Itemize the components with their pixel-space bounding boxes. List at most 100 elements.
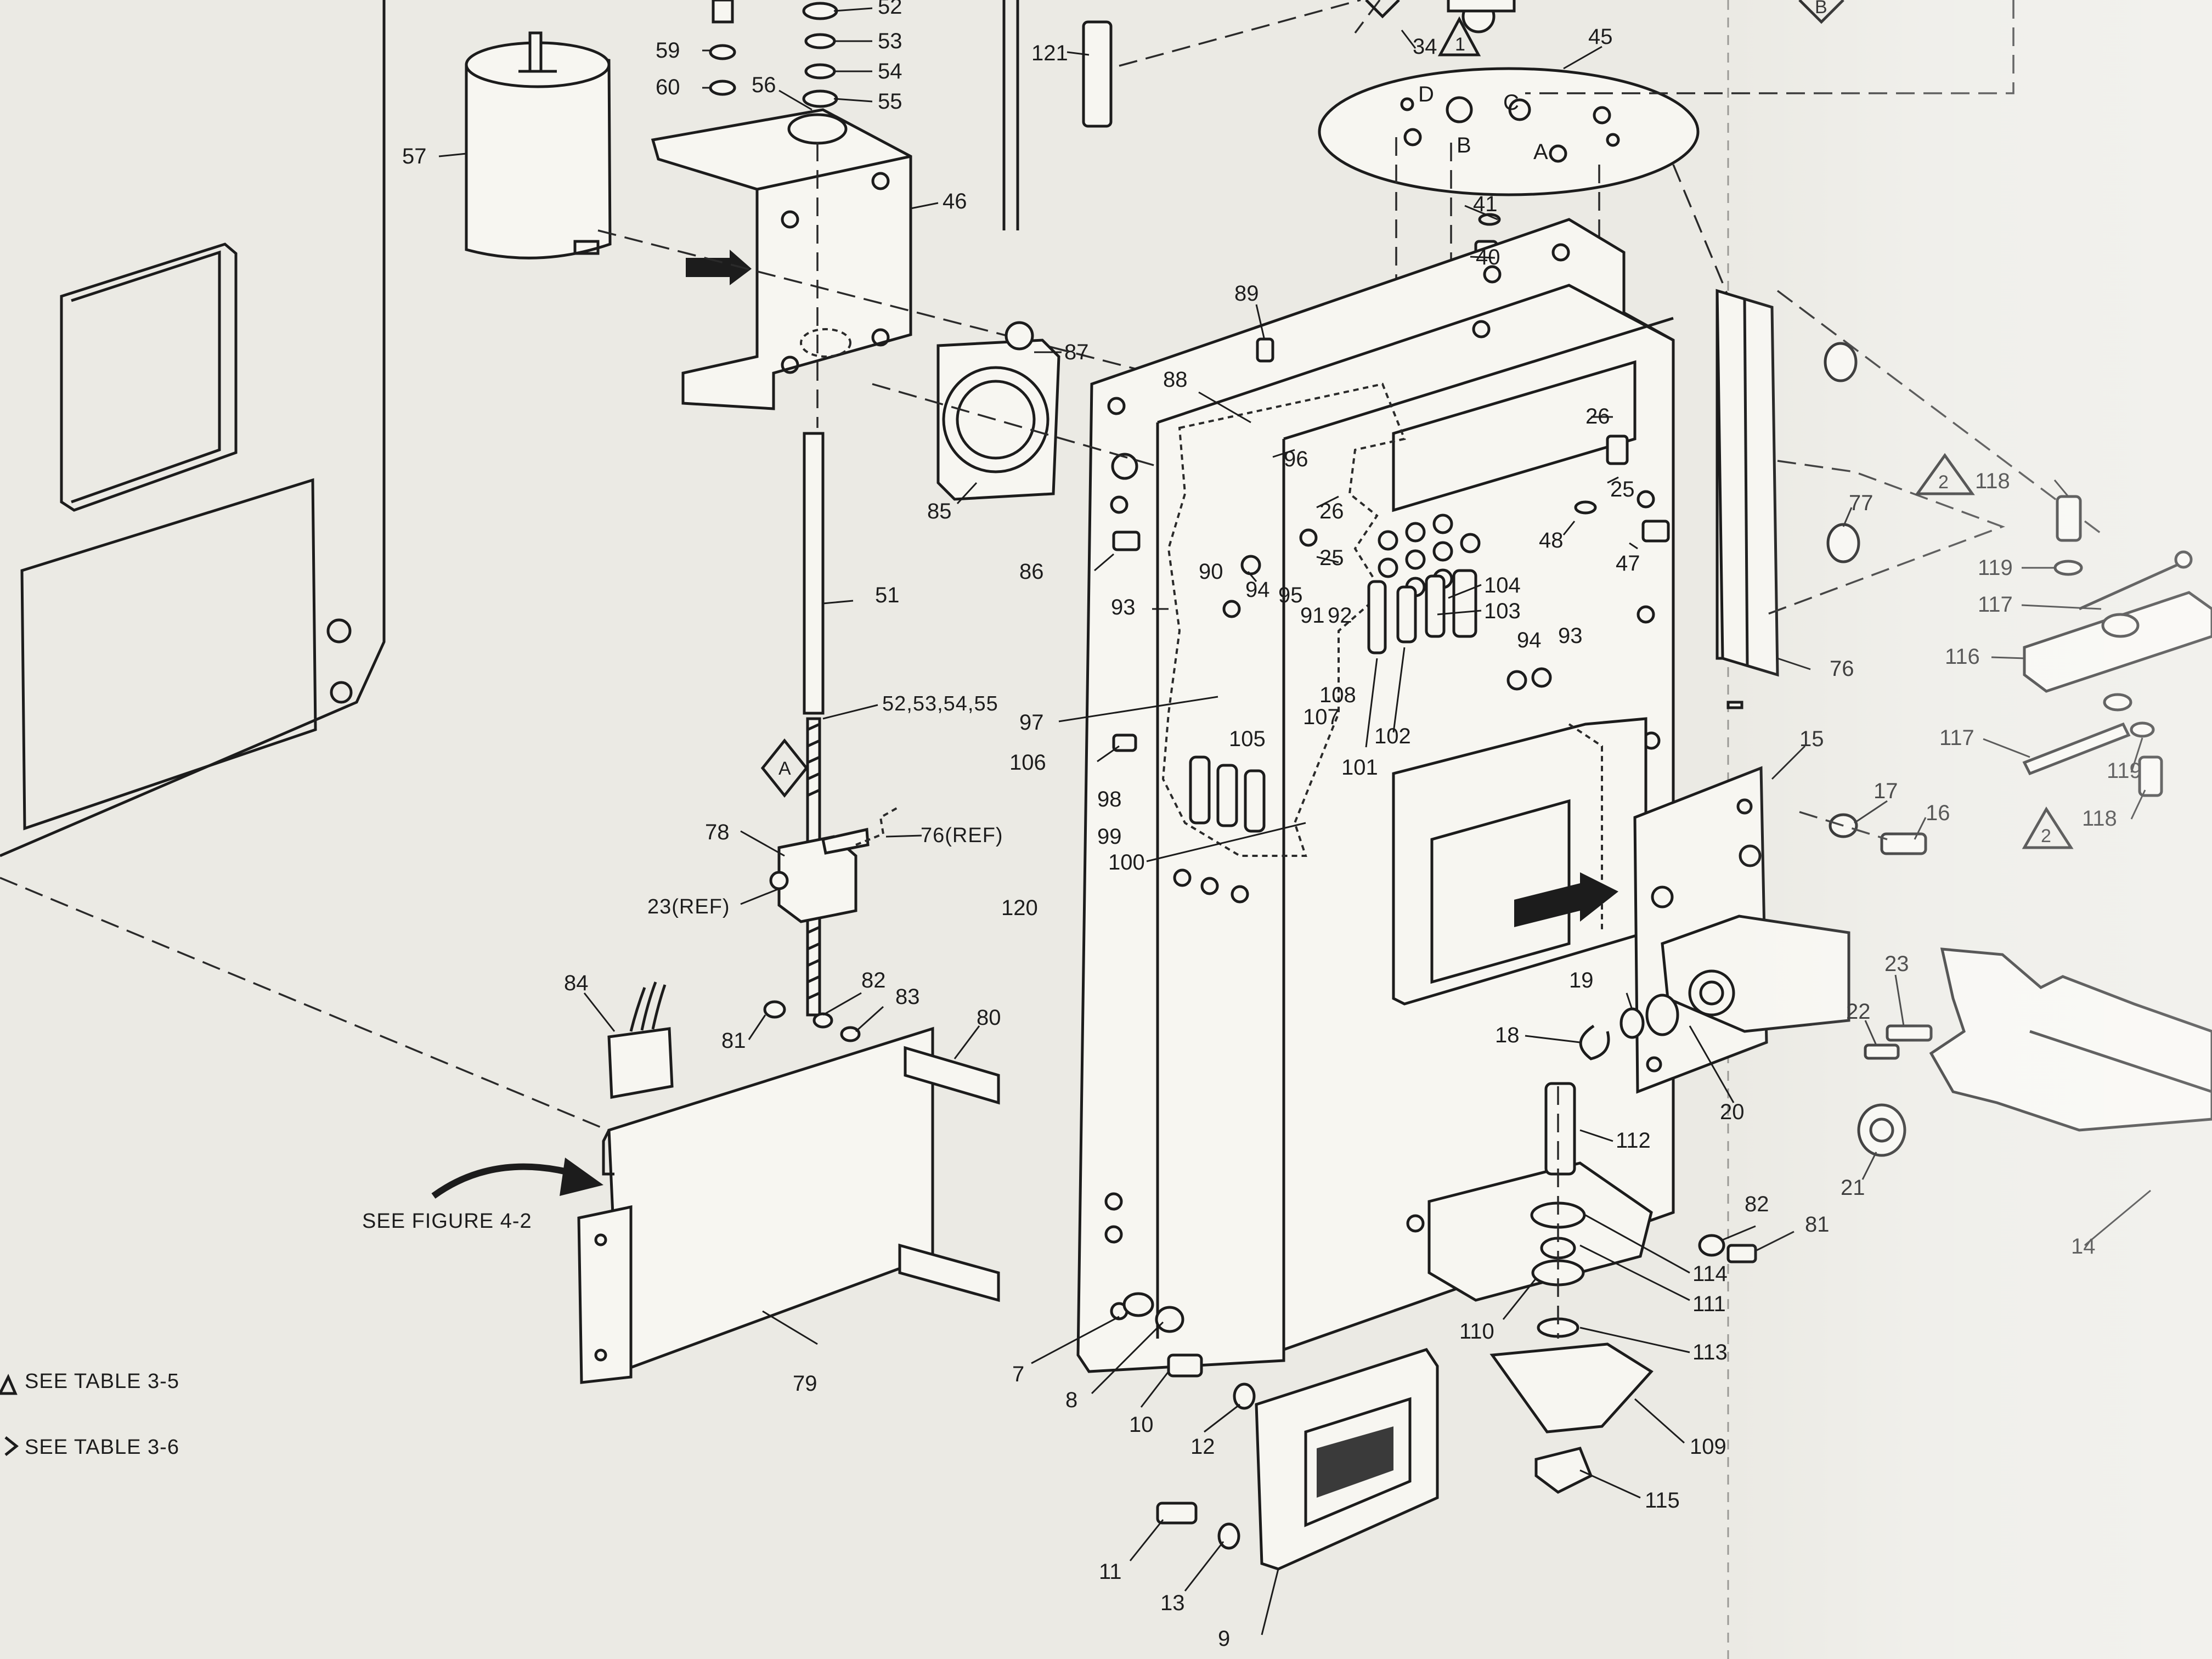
- triangle-symbol-2-lower: 2: [2022, 806, 2074, 849]
- legend-diamond: SEE TABLE 3-6: [25, 1436, 179, 1459]
- callout-84: 84: [564, 971, 589, 995]
- svg-text:SEE FIGURE 4-2: SEE FIGURE 4-2: [362, 1210, 532, 1233]
- callout-76-ref: 76(REF): [921, 824, 1003, 847]
- callout-7: 7: [1012, 1362, 1024, 1386]
- callout-88: 88: [1163, 368, 1188, 392]
- callout-56: 56: [752, 73, 776, 97]
- pcb-79: [431, 981, 1000, 1384]
- callout-79: 79: [793, 1372, 817, 1396]
- triangle-symbol-1: 1: [1437, 16, 1481, 57]
- callout-46: 46: [943, 189, 967, 213]
- callout-93b: 93: [1558, 624, 1583, 648]
- callout-103: 103: [1484, 599, 1521, 623]
- callout-108: 108: [1319, 683, 1356, 707]
- callout-78: 78: [705, 820, 730, 844]
- right-hardware: [1799, 495, 2212, 855]
- left-cabinet: [0, 0, 648, 1148]
- callout-99: 99: [1097, 825, 1122, 849]
- callout-60: 60: [656, 75, 680, 99]
- callout-77: 77: [1849, 491, 1874, 515]
- svg-text:2: 2: [1938, 472, 1949, 493]
- callout-26a: 26: [1319, 499, 1344, 523]
- callout-107: 107: [1303, 705, 1340, 729]
- callout-40: 40: [1476, 245, 1500, 269]
- leader-lines: [438, 7, 2151, 1635]
- callout-92: 92: [1328, 603, 1352, 628]
- callout-25b: 25: [1610, 477, 1635, 501]
- callout-94b: 94: [1517, 628, 1542, 652]
- callout-41: 41: [1473, 192, 1498, 216]
- callout-87: 87: [1064, 340, 1089, 364]
- callout-115: 115: [1645, 1488, 1680, 1513]
- main-chassis: [872, 218, 1675, 1373]
- callout-25a: 25: [1319, 546, 1344, 570]
- callout-26b: 26: [1585, 404, 1610, 428]
- svg-text:B: B: [1457, 133, 1471, 157]
- diamond-symbol-b: B: [1365, 0, 1844, 24]
- callout-121: 121: [1031, 41, 1068, 65]
- callout-59: 59: [656, 38, 680, 63]
- callout-16: 16: [1926, 801, 1950, 825]
- callout-91: 91: [1300, 603, 1325, 628]
- svg-text:D: D: [1418, 82, 1434, 106]
- callout-83: 83: [895, 985, 920, 1009]
- callout-8: 8: [1065, 1388, 1077, 1412]
- callout-106: 106: [1009, 751, 1046, 775]
- callout-20: 20: [1720, 1100, 1745, 1124]
- callout-51: 51: [875, 583, 900, 607]
- callout-53: 53: [878, 29, 902, 53]
- callout-11: 11: [1099, 1560, 1122, 1584]
- callout-119a: 119: [1978, 556, 2013, 580]
- callout-14: 14: [2071, 1234, 2096, 1259]
- callout-18: 18: [1495, 1023, 1520, 1047]
- callout-100: 100: [1108, 850, 1145, 874]
- leadscrew-51: [769, 143, 900, 1017]
- callout-95: 95: [1278, 583, 1303, 607]
- svg-text:B: B: [1815, 0, 1827, 18]
- callout-23-ref: 23(REF): [647, 895, 730, 918]
- callout-118b: 118: [2082, 806, 2117, 831]
- callout-90: 90: [1199, 560, 1223, 584]
- bracket-46: [597, 108, 1153, 410]
- callout-47: 47: [1616, 551, 1640, 575]
- diamond-symbol-a: A: [760, 738, 809, 798]
- clip-41: [1478, 213, 1501, 226]
- callout-15: 15: [1799, 727, 1824, 751]
- callout-117b: 117: [1939, 726, 1974, 750]
- callout-85: 85: [927, 499, 952, 523]
- callout-22: 22: [1846, 1000, 1871, 1024]
- callout-105: 105: [1229, 727, 1266, 751]
- callout-12: 12: [1190, 1435, 1215, 1459]
- page-edge-shading: [1728, 0, 2212, 1659]
- callout-112: 112: [1616, 1128, 1651, 1153]
- svg-text:A: A: [1533, 140, 1548, 164]
- callout-96: 96: [1284, 447, 1308, 471]
- button-grid: [1378, 514, 1481, 597]
- callout-110: 110: [1459, 1319, 1494, 1344]
- callout-118a: 118: [1975, 469, 2010, 493]
- svg-text:A: A: [778, 758, 791, 779]
- triangle-symbol-2-upper: 2: [1915, 453, 1975, 495]
- callout-45: 45: [1588, 25, 1613, 49]
- chassis-screws: [1112, 337, 1670, 752]
- callout-117a: 117: [1978, 592, 2013, 617]
- callout-82b: 82: [1745, 1192, 1769, 1216]
- callout-116: 116: [1945, 645, 1980, 669]
- callout-52: 52: [878, 0, 902, 19]
- callout-104: 104: [1484, 573, 1521, 597]
- motor-57: [465, 31, 612, 259]
- callout-9: 9: [1218, 1627, 1230, 1651]
- callout-19: 19: [1569, 968, 1594, 992]
- callout-89: 89: [1234, 281, 1259, 306]
- arm-14: [1857, 947, 2212, 1157]
- callout-55: 55: [878, 89, 902, 114]
- foot-assembly: [1427, 1082, 1757, 1494]
- callout-101: 101: [1341, 755, 1378, 780]
- bottom-hardware: [1122, 1292, 1439, 1571]
- callout-48: 48: [1539, 528, 1564, 552]
- callout-81b: 81: [1805, 1212, 1830, 1237]
- callout-113: 113: [1692, 1340, 1728, 1364]
- callout-17: 17: [1874, 779, 1898, 803]
- callout-86: 86: [1019, 560, 1044, 584]
- legend-notes: SEE TABLE 3-5 SEE TABLE 3-6: [0, 1370, 179, 1459]
